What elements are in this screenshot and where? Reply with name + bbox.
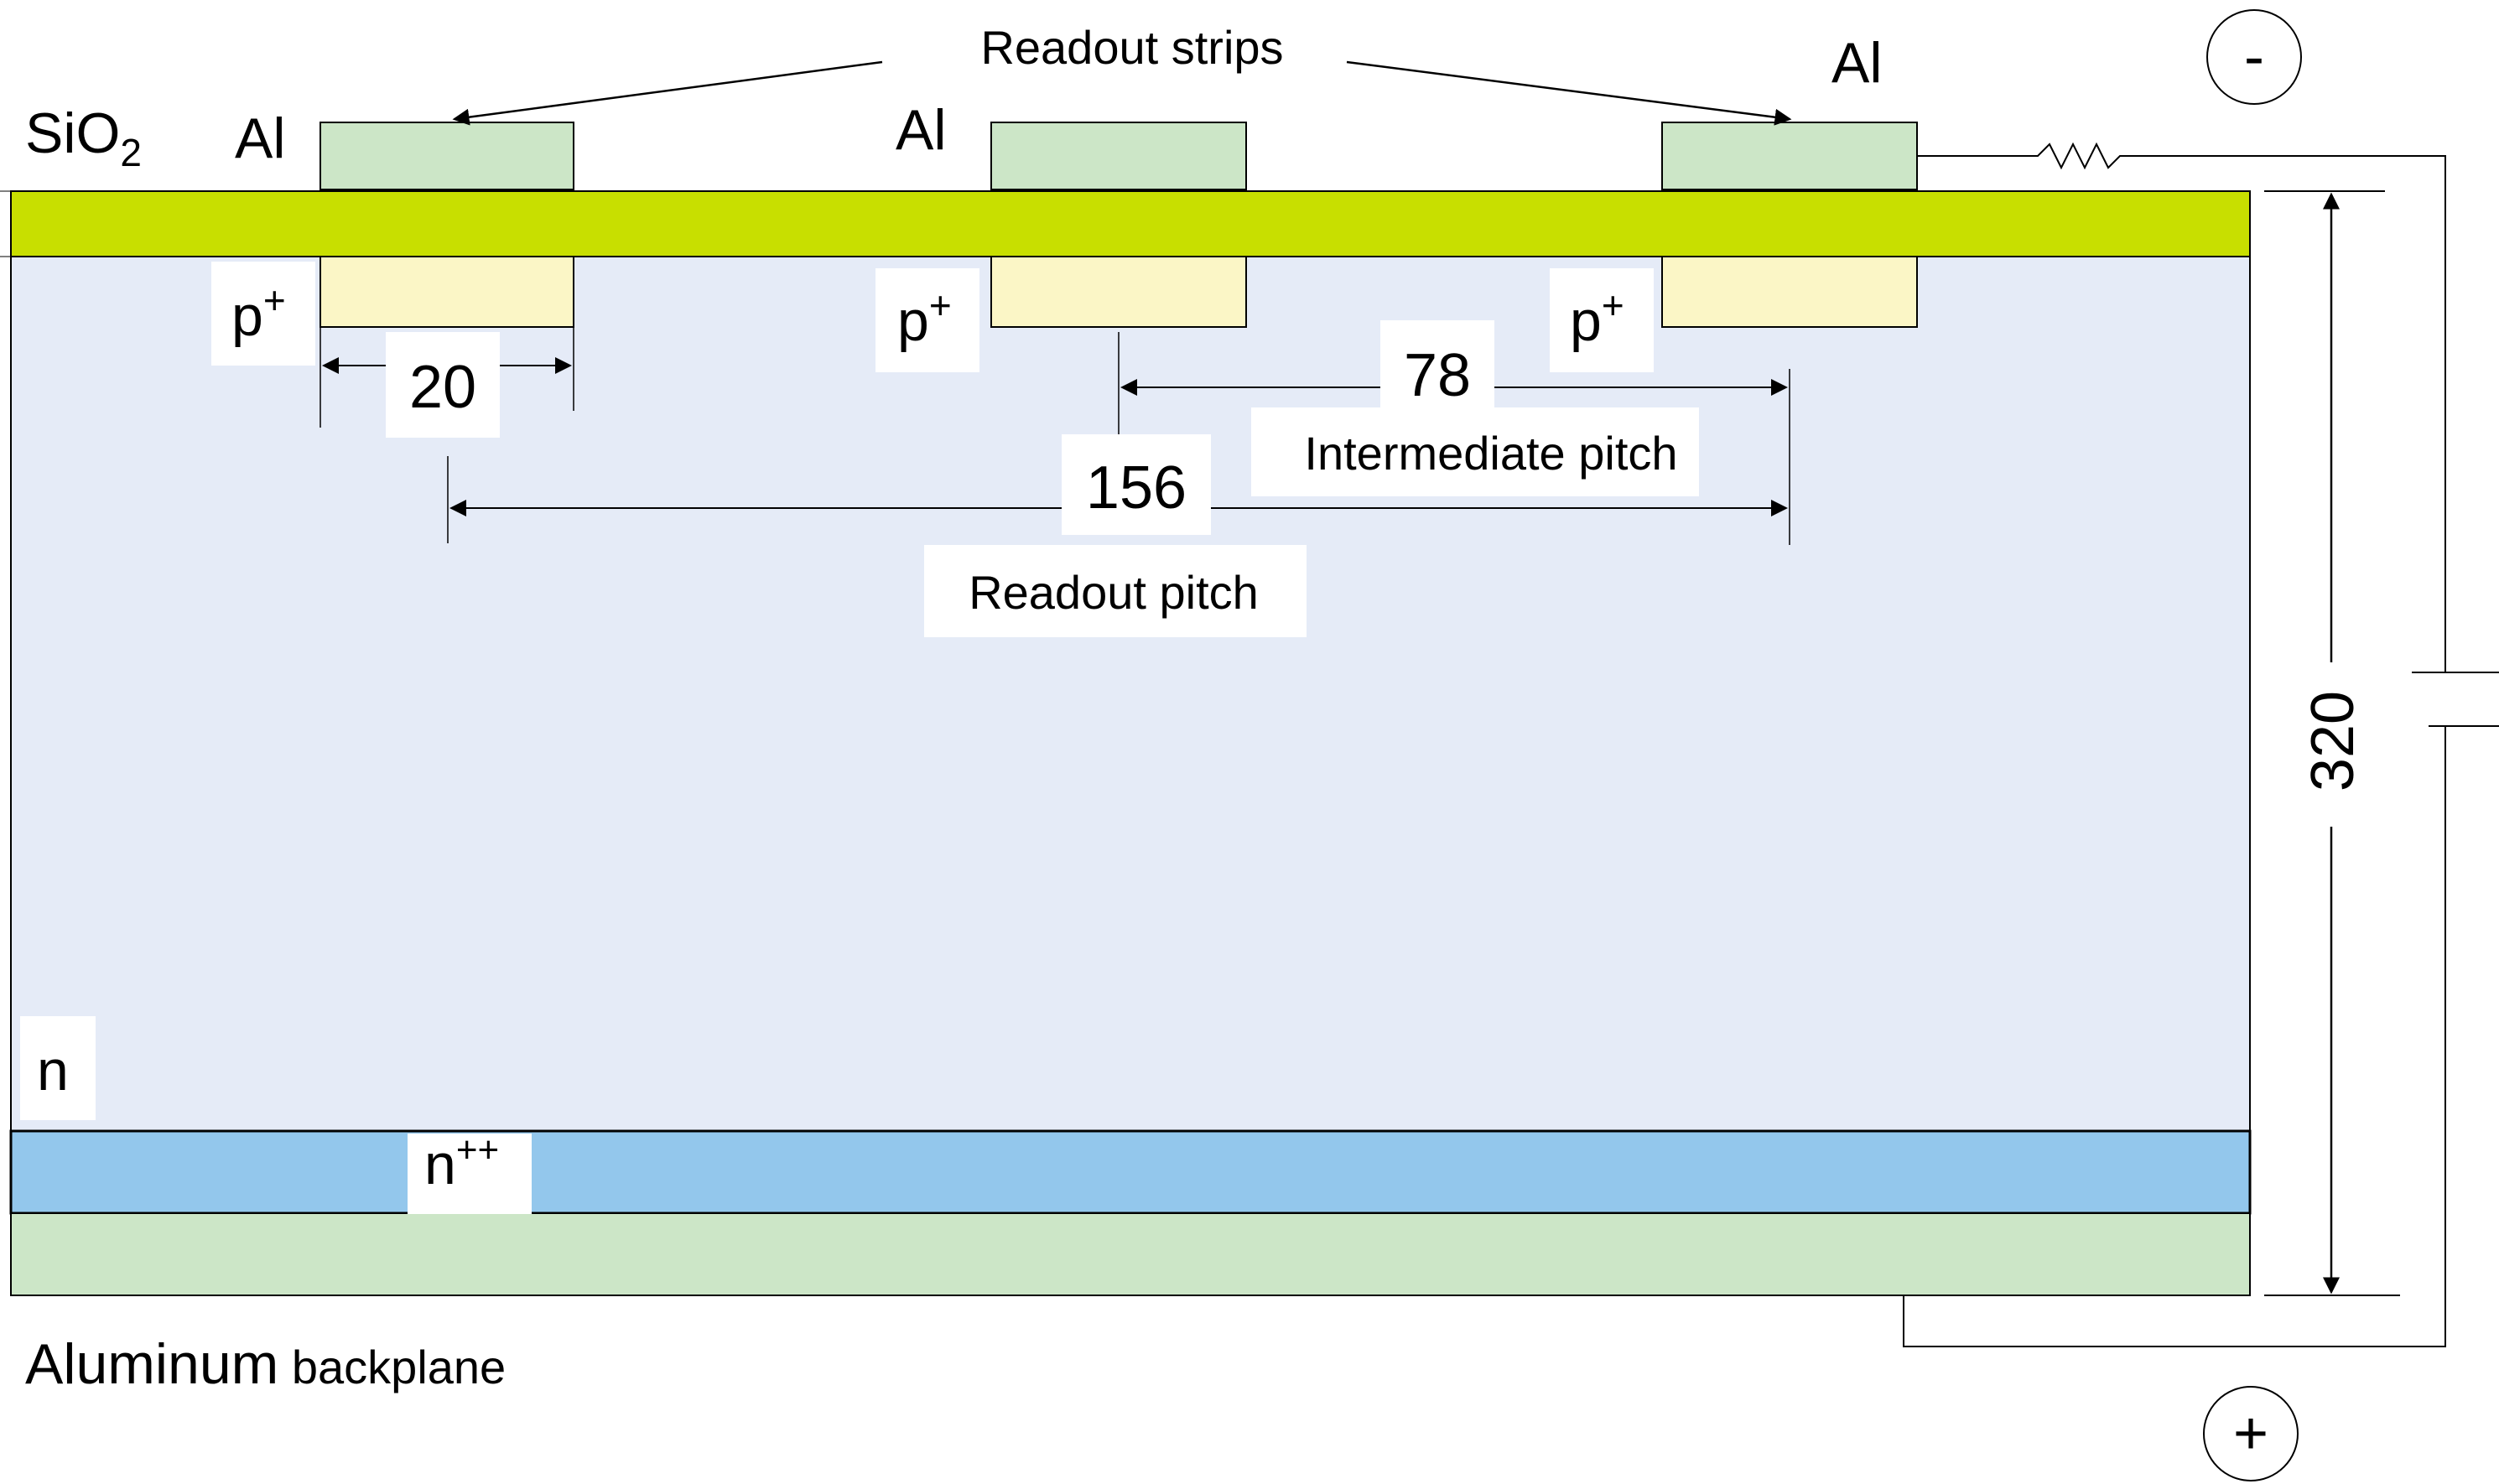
sio2-label: SiO2: [25, 101, 142, 174]
al-strip-2: [990, 122, 1247, 190]
readout-pitch-label: Readout pitch: [969, 566, 1259, 619]
p-plus-implant-3: [1661, 256, 1918, 328]
p-plus-label-2: p+: [897, 283, 952, 353]
p-plus-label-bg-1: [211, 262, 315, 366]
strip-width-label-bg: [386, 332, 500, 438]
intermediate-pitch-value-bg: [1380, 320, 1494, 413]
n-label: n: [37, 1039, 69, 1103]
thickness-value: 320: [2299, 691, 2367, 791]
al-label-3: Al: [1831, 31, 1882, 95]
readout-pitch-label-bg: [924, 545, 1307, 637]
p-plus-implant-1: [320, 256, 574, 328]
n-plus-plus-label-bg: [408, 1134, 532, 1214]
al-strip-3: [1661, 122, 1918, 190]
intermediate-pitch-value: 78: [1404, 342, 1471, 409]
plus-terminal-icon: [2203, 1386, 2299, 1481]
bulk-n-region: [10, 256, 2251, 1132]
al-label-1: Al: [235, 106, 285, 170]
al-label-2: Al: [896, 98, 946, 162]
p-plus-label-3: p+: [1570, 283, 1624, 353]
aluminum-backplane-label: Aluminum backplane: [25, 1332, 506, 1396]
p-plus-label-bg-2: [875, 268, 979, 372]
readout-pitch-value: 156: [1086, 454, 1187, 521]
readout-pitch-value-bg: [1062, 434, 1211, 535]
p-plus-label-1: p+: [231, 278, 286, 348]
resistor-wire: [1917, 142, 2446, 672]
aluminum-backplane-layer: [10, 1212, 2251, 1296]
n-plus-plus-label: n++: [424, 1129, 499, 1196]
p-plus-implant-2: [990, 256, 1247, 328]
intermediate-pitch-label-bg: [1251, 407, 1699, 496]
readout-strips-label: Readout strips: [980, 21, 1283, 74]
p-plus-label-bg-3: [1550, 268, 1654, 372]
strip-width-value: 20: [409, 354, 476, 421]
minus-terminal-label: -: [2244, 23, 2264, 91]
plus-terminal-label: +: [2233, 1400, 2268, 1467]
n-plus-plus-layer: [9, 1129, 2252, 1215]
sio2-layer: [10, 190, 2251, 257]
readout-strips-arrow-right: [1346, 60, 1792, 126]
readout-strips-arrow-left: [452, 60, 883, 126]
thickness-label-bg: [2294, 662, 2368, 827]
minus-terminal-icon: [2206, 9, 2302, 105]
al-strip-1: [320, 122, 574, 190]
intermediate-pitch-label: Intermediate pitch: [1304, 427, 1677, 480]
return-wire: [1903, 726, 2446, 1347]
n-label-bg: [20, 1016, 96, 1120]
